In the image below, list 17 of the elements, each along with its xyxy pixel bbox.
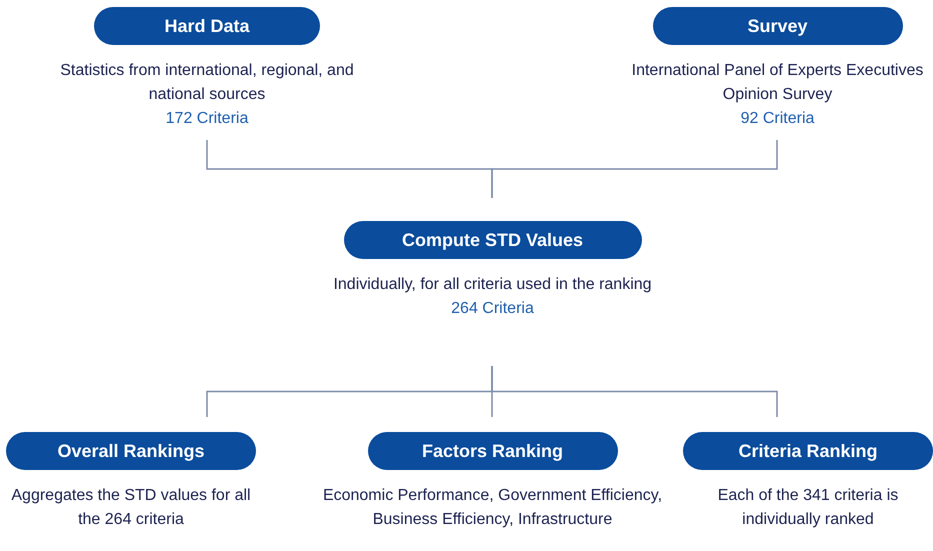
stage-pill: Factors Ranking — [368, 432, 618, 470]
stage-pill: Overall Rankings — [6, 432, 256, 470]
description-text: Individually, for all criteria used in the ranking — [333, 275, 652, 295]
criteria-count: 172 Criteria — [166, 109, 248, 129]
stage-pill: Criteria Ranking — [683, 432, 933, 470]
description-text: Each of the 341 criteria is individually ranked — [716, 486, 900, 530]
criteria-count: 92 Criteria — [740, 109, 814, 129]
description-text: Aggregates the STD values for all the 264 criteria — [10, 486, 252, 530]
criteria-count: 264 Criteria — [451, 299, 534, 319]
connector-line — [491, 366, 778, 417]
stage-pill: Survey — [652, 7, 902, 45]
connector-line — [491, 140, 778, 198]
stage-pill: Compute STD Values — [344, 221, 642, 259]
description-text: International Panel of Experts Executives Opinion Survey — [630, 61, 924, 105]
description-text: Statistics from international, regional, and national sources — [59, 61, 355, 105]
description-text: Economic Performance, Government Efficiency, Business Efficiency, Infrastructure — [322, 486, 664, 530]
stage-pill: Hard Data — [94, 7, 320, 45]
